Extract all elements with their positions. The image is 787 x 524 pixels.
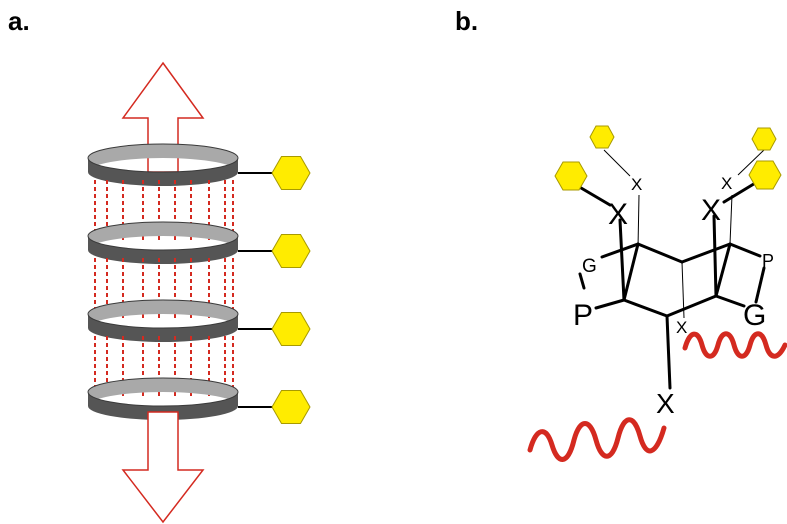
atom-p-right: P — [762, 251, 774, 271]
panel-a-label: a. — [8, 6, 30, 36]
panel-b-diagram: X X X X G P P G X X — [527, 125, 787, 462]
wavy-chain-left — [527, 417, 667, 462]
hexagon-top-right-icon — [751, 127, 777, 151]
atom-x-small-top-right: X — [721, 174, 732, 193]
thick-bonds — [574, 180, 766, 390]
arrow-down-icon — [121, 411, 205, 524]
hexagon-substituent-icon — [271, 156, 311, 190]
atom-g-left: G — [582, 256, 597, 277]
ring-rim — [87, 377, 239, 407]
ring-inner-wall — [88, 300, 238, 328]
ring-inner-wall — [88, 378, 238, 406]
ring-inner-wall — [88, 222, 238, 250]
atom-x-center: X — [676, 318, 687, 337]
panel-b-label: b. — [455, 6, 479, 36]
panel-a-diagram — [87, 61, 311, 524]
atom-p-left: P — [573, 299, 593, 332]
atom-x-bottom: X — [656, 388, 675, 419]
ring-rim — [87, 143, 239, 173]
ring-rim — [87, 221, 239, 251]
hexagon-substituent-icon — [271, 234, 311, 268]
hexagon-right-icon — [748, 160, 782, 190]
wavy-chain-right — [682, 331, 787, 359]
hexagon-left-icon — [554, 161, 588, 191]
ring-rim — [87, 299, 239, 329]
ring-stack — [87, 143, 311, 424]
atom-x-large-right: X — [701, 194, 721, 227]
atom-x-small-top-left: X — [631, 175, 642, 194]
atom-g-right: G — [743, 299, 766, 332]
hexagon-substituent-icon — [271, 312, 311, 346]
hexagon-top-left-icon — [589, 125, 615, 149]
ring-inner-wall — [88, 144, 238, 172]
thin-bonds — [603, 149, 765, 319]
hexagon-substituent-icon — [271, 390, 311, 424]
atom-x-large-left: X — [608, 198, 628, 231]
